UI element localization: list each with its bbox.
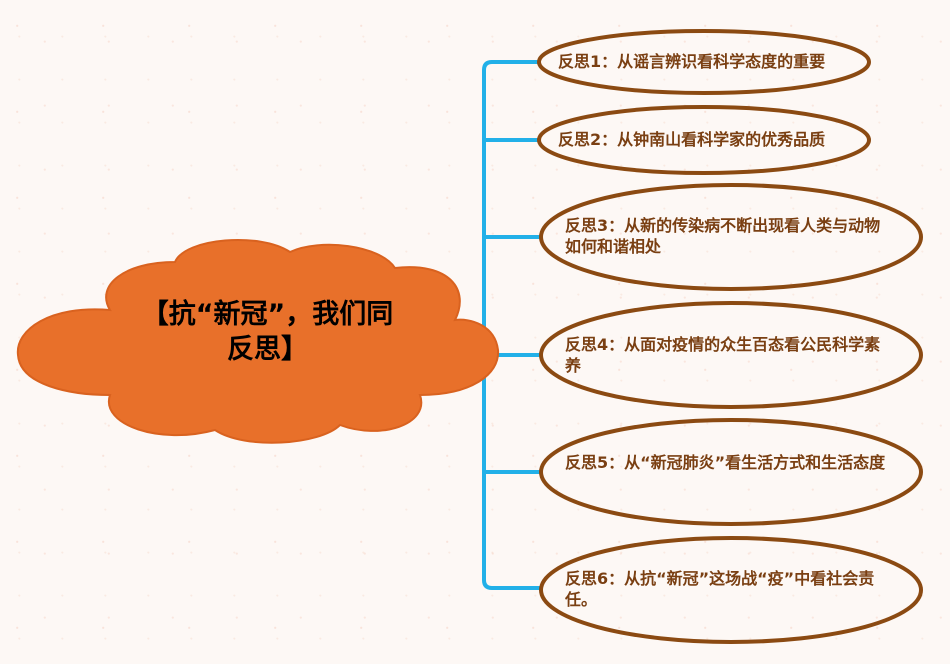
branch-node-5-shape — [539, 418, 923, 526]
branch-node-1-shape — [537, 29, 871, 95]
branch-ellipses — [537, 29, 923, 644]
branch-node-1[interactable]: 反思1：从谣言辨识看科学态度的重要 — [558, 52, 826, 71]
central-topic-label[interactable]: 【抗“新冠”，我们同 反思】 — [95, 297, 440, 367]
branch-node-3-shape — [539, 183, 923, 291]
central-topic-cloud[interactable] — [16, 238, 500, 444]
central-topic-line-2: 反思】 — [227, 334, 308, 365]
branch-node-2[interactable]: 反思2：从钟南山看科学家的优秀品质 — [558, 130, 826, 149]
branch-node-6-shape — [539, 536, 923, 644]
branch-node-5[interactable]: 反思5：从“新冠肺炎”看生活方式和生活态度 — [565, 453, 886, 472]
branch-node-2-shape — [537, 105, 871, 175]
branch-node-6[interactable]: 反思6：从抗“新冠”这场战“疫”中看社会责任。 — [565, 569, 875, 609]
branch-node-4[interactable]: 反思4：从面对疫情的众生百态看公民科学素养 — [565, 335, 881, 375]
branch-node-4-shape — [539, 301, 923, 409]
branch-node-3[interactable]: 反思3：从新的传染病不断出现看人类与动物如何和谐相处 — [565, 216, 881, 256]
central-topic-line-1: 【抗“新冠”，我们同 — [141, 299, 394, 330]
